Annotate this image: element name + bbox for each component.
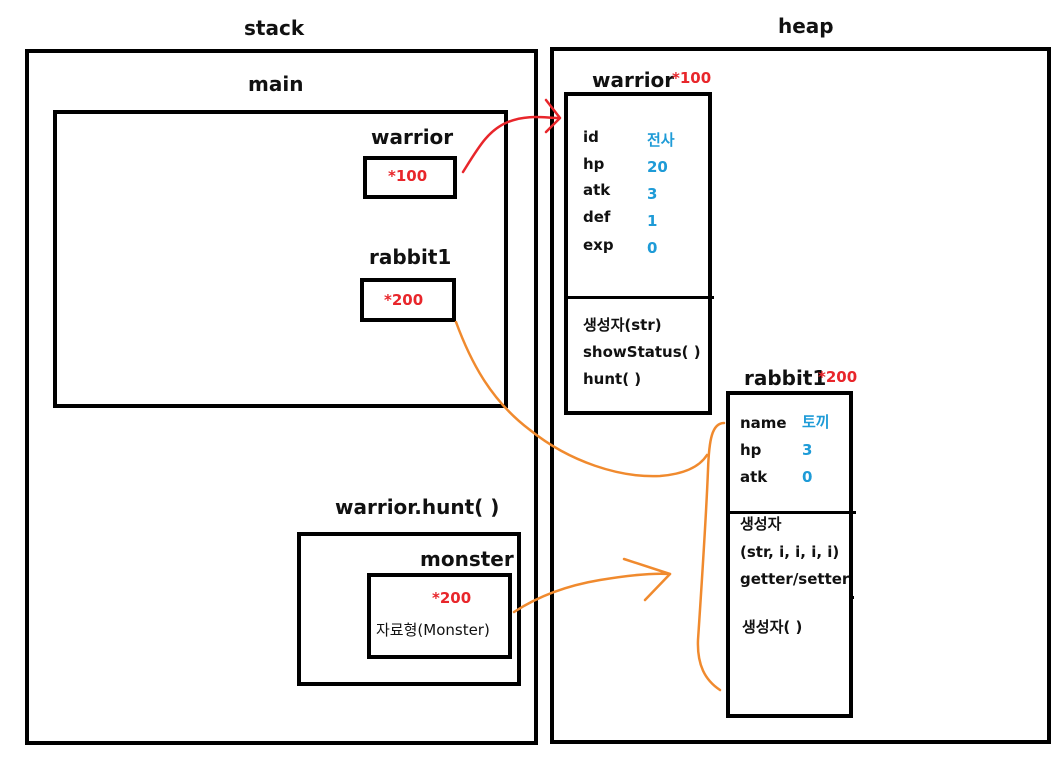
monster-name: monster <box>420 547 514 571</box>
heap-warrior-addr: *100 <box>672 69 712 87</box>
rabbit1-field-value: 3 <box>802 441 813 459</box>
heap-warrior-name: warrior <box>592 68 675 92</box>
heap-rabbit1-addr: *200 <box>818 368 858 386</box>
rabbit1-method: (str, i, i, i, i) <box>740 543 840 561</box>
warrior-field-key: def <box>583 208 611 226</box>
heap-warrior-divider <box>564 296 714 299</box>
stack-warrior-ref: *100 <box>388 167 428 185</box>
warrior-field-key: hp <box>583 155 605 173</box>
rabbit1-method: getter/setter <box>740 570 850 588</box>
warrior-field-key: exp <box>583 236 614 254</box>
stack-rabbit1-name: rabbit1 <box>369 245 452 269</box>
stack-rabbit1-ref-box <box>360 278 456 322</box>
monster-ref: *200 <box>432 589 472 607</box>
rabbit1-field-key: name <box>740 414 787 432</box>
warrior-field-value: 3 <box>647 185 658 203</box>
monster-type: 자료형(Monster) <box>376 621 490 639</box>
main-frame-title: main <box>248 72 304 96</box>
rabbit1-method-separator <box>727 596 730 599</box>
warrior-method: hunt( ) <box>583 370 642 388</box>
monster-ref-box <box>367 573 512 659</box>
warrior-field-value: 1 <box>647 212 658 230</box>
rabbit1-field-key: atk <box>740 468 768 486</box>
stack-warrior-ref-box <box>363 156 457 199</box>
rabbit1-method-separator <box>849 596 854 599</box>
heap-title: heap <box>778 14 834 38</box>
rabbit1-field-key: hp <box>740 441 762 459</box>
stack-warrior-name: warrior <box>371 125 454 149</box>
warrior-field-key: id <box>583 128 599 146</box>
main-frame <box>53 110 508 408</box>
warrior-field-value: 0 <box>647 239 658 257</box>
warrior-field-key: atk <box>583 181 611 199</box>
heap-rabbit1-object <box>726 391 853 718</box>
heap-rabbit1-name: rabbit1 <box>744 366 827 390</box>
warrior-field-value: 전사 <box>647 131 675 149</box>
heap-rabbit1-divider <box>726 511 856 514</box>
rabbit1-method: 생성자( ) <box>742 618 803 636</box>
stack-rabbit1-ref: *200 <box>384 291 424 309</box>
warrior-method: showStatus( ) <box>583 343 701 361</box>
rabbit1-field-value: 0 <box>802 468 813 486</box>
rabbit1-method: 생성자 <box>740 515 782 533</box>
warrior-method: 생성자(str) <box>583 316 662 334</box>
rabbit1-field-value: 토끼 <box>802 413 830 431</box>
stack-title: stack <box>244 16 305 40</box>
hunt-frame-title: warrior.hunt( ) <box>335 495 500 519</box>
warrior-field-value: 20 <box>647 158 668 176</box>
